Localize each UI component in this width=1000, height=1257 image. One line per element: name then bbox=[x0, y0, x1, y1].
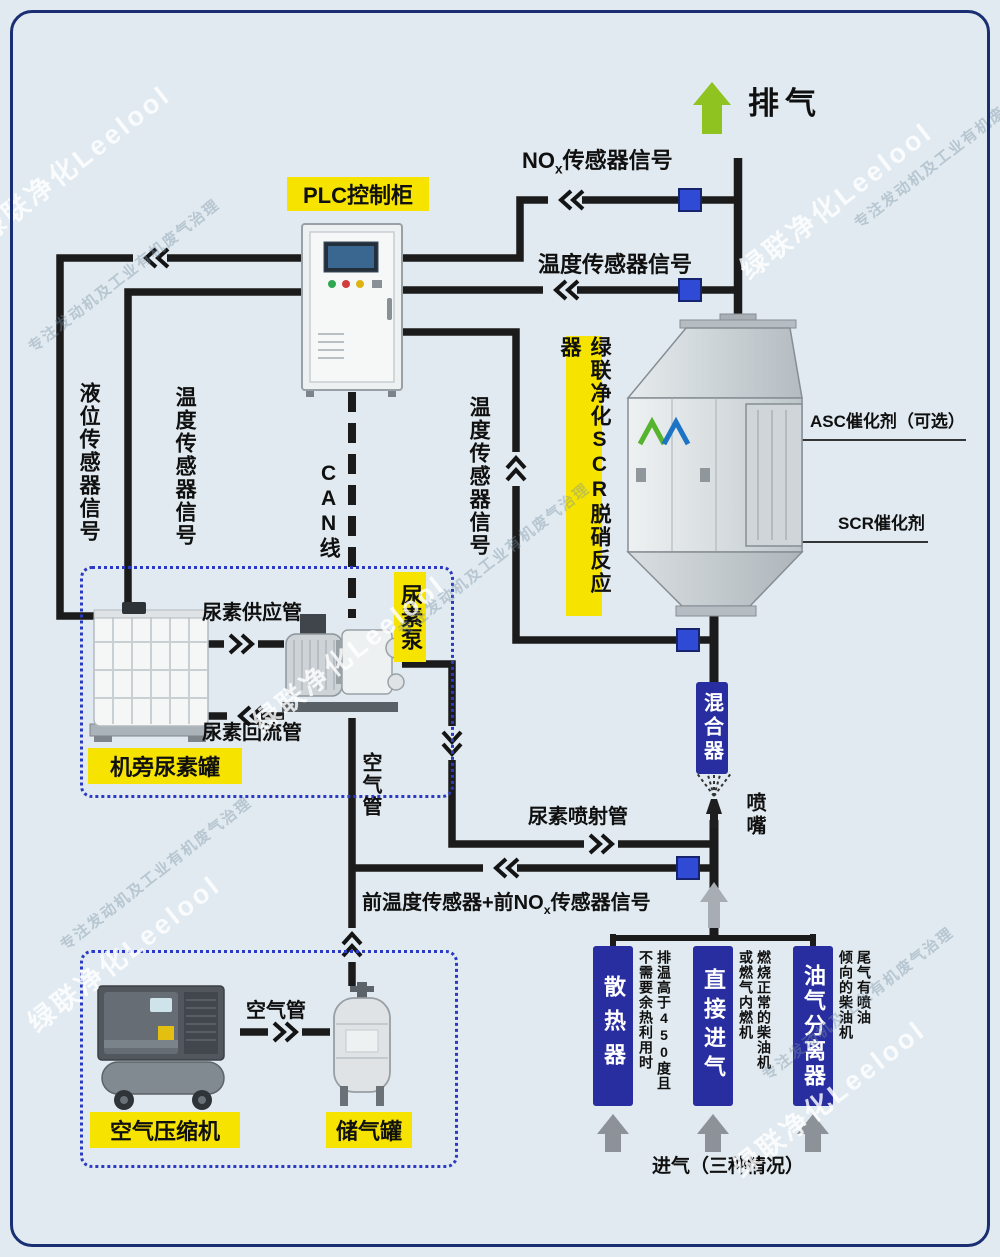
temp-signal-label-top: 温度传感器信号 bbox=[538, 252, 693, 277]
urea-nozzle bbox=[695, 766, 733, 828]
plc-indicator-green bbox=[328, 280, 336, 288]
intake-box-radiator-label: 散热器 bbox=[601, 975, 626, 1077]
compressor-display bbox=[150, 998, 172, 1012]
can-bus-label: CAN线 bbox=[317, 462, 341, 560]
chevron-left-liquid bbox=[133, 246, 170, 270]
air-supply-group-box bbox=[80, 950, 458, 1168]
air-compressor-label: 空气压缩机 bbox=[90, 1112, 240, 1148]
chevron-right-injection bbox=[584, 832, 618, 856]
intake-arrow-icons bbox=[597, 1114, 829, 1152]
intake-note-radiator: 排温高于450度且 不需要余热利用时 bbox=[638, 950, 672, 1091]
front-sensor-sub: x bbox=[543, 903, 551, 917]
urea-supply-label: 尿素供应管 bbox=[202, 602, 302, 624]
intake-box-direct-label: 直接进气 bbox=[701, 968, 726, 1084]
front-sensor-label: 前温度传感器+前NOx传感器信号 bbox=[362, 892, 651, 917]
intake-note-separator: 尾气有喷油 倾向的柴油机 bbox=[838, 950, 872, 1040]
air-compressor bbox=[97, 985, 225, 1110]
urea-station-group-box bbox=[80, 566, 454, 798]
mixer-box: 混合器 bbox=[696, 682, 728, 774]
chevron-left-temp-top bbox=[543, 278, 580, 302]
intake-box-separator-label: 油气分离器 bbox=[801, 963, 826, 1089]
flow-chevrons bbox=[133, 188, 618, 1044]
urea-tank bbox=[89, 602, 213, 742]
front-sensor-pre: 前温度传感器+前NO bbox=[362, 892, 544, 914]
scr-catalyst-label: SCR催化剂 bbox=[838, 514, 925, 533]
air-pipe-horizontal-label: 空气管 bbox=[246, 1000, 306, 1022]
nox-sub: x bbox=[555, 161, 563, 177]
chevron-left-return bbox=[227, 704, 264, 728]
intake-arrow-icon bbox=[697, 1114, 729, 1152]
front-sensor-connector bbox=[676, 856, 700, 880]
urea-pump bbox=[282, 614, 407, 712]
plc-indicator-yellow bbox=[356, 280, 364, 288]
scr-reactor bbox=[626, 313, 804, 617]
nox-signal-line bbox=[402, 196, 738, 262]
asc-catalyst-label: ASC催化剂（可选） bbox=[810, 412, 965, 431]
nox-sensor-connector bbox=[678, 188, 702, 212]
mixer-label: 混合器 bbox=[700, 692, 723, 764]
plc-label: PLC控制柜 bbox=[287, 177, 429, 211]
temp-sensor-connector-top bbox=[678, 278, 702, 302]
inlet-flow-arrow-icon bbox=[700, 882, 728, 928]
temp-sensor-connector-outlet bbox=[676, 628, 700, 652]
chevron-left-nox bbox=[548, 188, 585, 212]
intake-box-separator: 油气分离器 bbox=[793, 946, 833, 1106]
temp-signal-line-left bbox=[124, 288, 302, 610]
urea-return-label: 尿素回流管 bbox=[202, 722, 302, 744]
intake-caption: 进气（三种情况） bbox=[652, 1156, 805, 1177]
chevron-up-temp-mid bbox=[502, 452, 530, 486]
intake-arrow-icon bbox=[597, 1114, 629, 1152]
plc-indicator-red bbox=[342, 280, 350, 288]
liquid-level-signal-label: 液位传感器信号 bbox=[77, 382, 101, 543]
pump-junction-box bbox=[300, 614, 326, 636]
sensor-connectors bbox=[676, 188, 702, 880]
air-pipe-vertical-label: 空气管 bbox=[359, 752, 381, 818]
exhaust-label: 排气 bbox=[748, 86, 822, 121]
plc-cabinet bbox=[301, 223, 403, 397]
nozzle-label: 喷嘴 bbox=[743, 792, 765, 838]
urea-pump-label: 尿素泵 bbox=[394, 572, 426, 662]
front-sensor-post: 传感器信号 bbox=[550, 892, 651, 914]
air-tank-label: 储气罐 bbox=[326, 1112, 412, 1148]
urea-tank-label: 机旁尿素罐 bbox=[88, 748, 242, 784]
temp-signal-label-left: 温度传感器信号 bbox=[173, 386, 197, 547]
nox-post: 传感器信号 bbox=[562, 148, 673, 173]
nox-pre: NO bbox=[522, 148, 555, 173]
nox-signal-label: NOx传感器信号 bbox=[522, 148, 673, 177]
chevron-right-supply bbox=[224, 632, 258, 656]
chevron-right-airpipe bbox=[268, 1020, 302, 1044]
intake-box-direct: 直接进气 bbox=[693, 946, 733, 1106]
reactor-catalyst-housing bbox=[745, 403, 803, 547]
temp-signal-label-mid: 温度传感器信号 bbox=[467, 396, 491, 557]
chevron-left-front-sensor bbox=[483, 856, 520, 880]
plc-handle bbox=[387, 298, 392, 320]
urea-tank-cap bbox=[122, 602, 146, 614]
reactor-logo bbox=[637, 416, 691, 446]
exhaust-arrow-icon bbox=[693, 82, 731, 134]
reactor-label: 绿联净化SCR脱硝反应器 bbox=[558, 336, 611, 616]
intake-arrow-icon bbox=[797, 1114, 829, 1152]
intake-note-direct: 燃烧正常的柴油机 或燃气内燃机 bbox=[738, 950, 772, 1070]
intake-box-radiator: 散热器 bbox=[593, 946, 633, 1106]
urea-injection-label: 尿素喷射管 bbox=[528, 806, 628, 828]
air-receiver-tank bbox=[333, 982, 391, 1106]
